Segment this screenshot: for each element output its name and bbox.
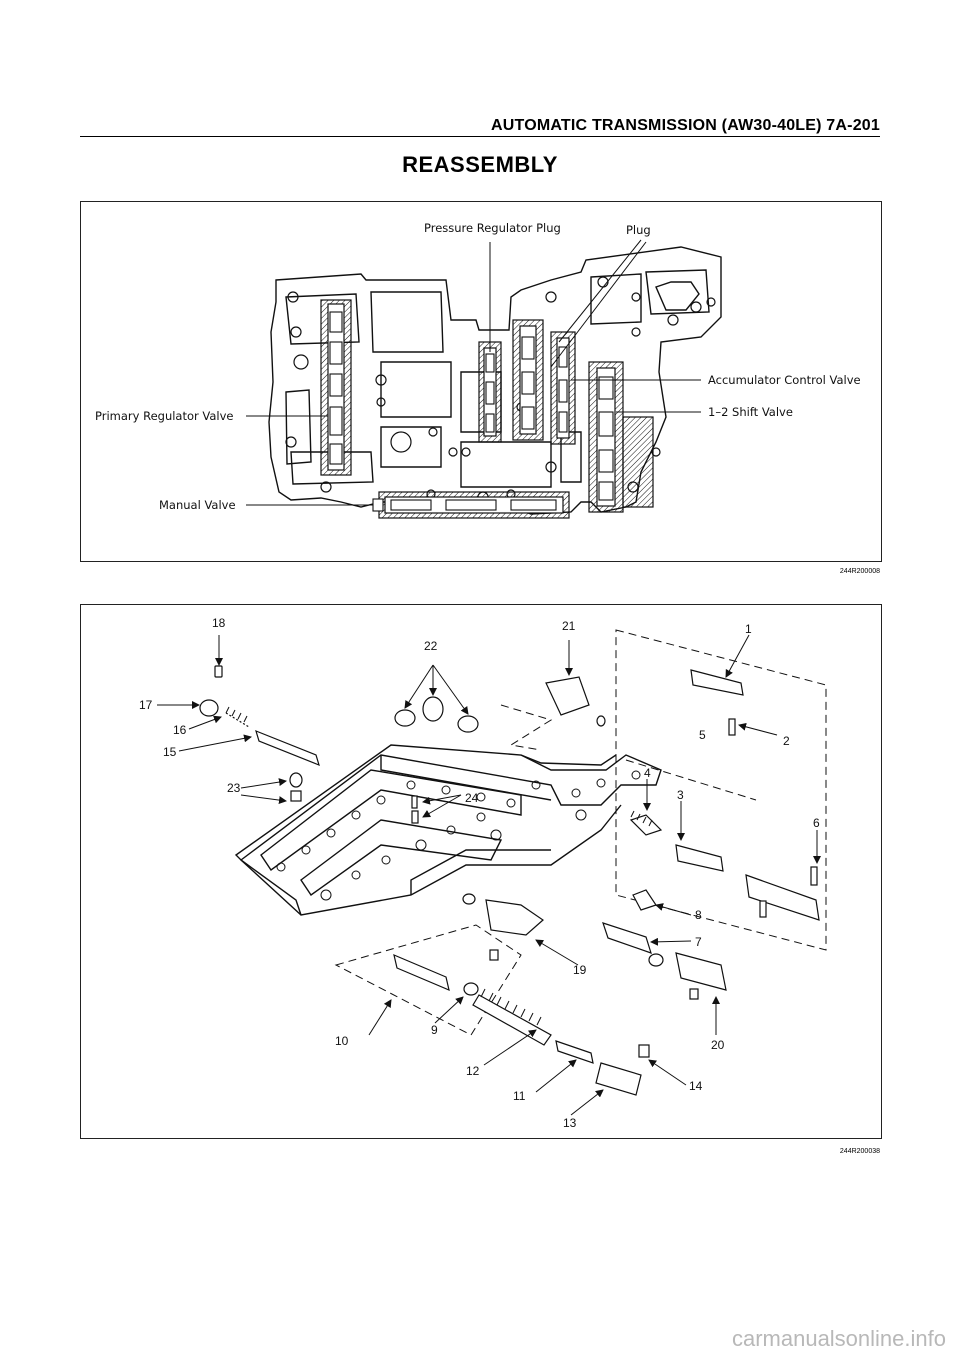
label-manual-valve: Manual Valve [159,498,236,512]
figure-id-2: 244R200038 [839,1148,880,1155]
callout-4: 4 [644,766,651,780]
callout-6: 6 [813,816,820,830]
callout-21: 21 [562,619,576,633]
callout-7: 7 [695,935,702,949]
callout-18: 18 [212,616,226,630]
callout-9: 9 [431,1023,438,1037]
page-title: REASSEMBLY [402,152,558,177]
callout-10: 10 [335,1034,349,1048]
label-1-2-shift-valve: 1–2 Shift Valve [708,405,793,419]
callout-11: 11 [513,1089,526,1103]
callout-5: 5 [699,728,706,742]
callout-24: 24 [465,791,479,805]
callout-15: 15 [163,745,177,759]
label-plug: Plug [626,223,651,237]
callout-8: 8 [695,908,702,922]
callout-20: 20 [711,1038,725,1052]
callout-1: 1 [745,622,752,636]
figure-id-1: 244R200008 [839,568,880,575]
valve-body-section-figure: Pressure Regulator Plug Plug Accumulator… [80,201,882,562]
callout-14: 14 [689,1079,703,1093]
callout-17: 17 [139,698,153,712]
exploded-view-figure: 1 2 3 4 5 6 7 8 9 10 11 12 13 14 15 16 1… [80,604,882,1139]
label-pressure-regulator-plug: Pressure Regulator Plug [424,221,561,235]
callout-23: 23 [227,781,241,795]
callout-13: 13 [563,1116,577,1130]
site-watermark: carmanualsonline.info [731,1326,946,1351]
callout-2: 2 [783,734,790,748]
callout-22: 22 [424,639,438,653]
callout-16: 16 [173,723,187,737]
callout-19: 19 [573,963,587,977]
callout-3: 3 [677,788,684,802]
label-primary-regulator-valve: Primary Regulator Valve [95,409,234,423]
running-header: AUTOMATIC TRANSMISSION (AW30-40LE) 7A-20… [491,117,880,134]
label-accumulator-control-valve: Accumulator Control Valve [708,373,861,387]
valve-body-section-drawing: Pressure Regulator Plug Plug Accumulator… [95,221,861,519]
exploded-view-drawing: 1 2 3 4 5 6 7 8 9 10 11 12 13 14 15 16 1… [139,616,827,1130]
header-rule [80,136,880,137]
callout-12: 12 [466,1064,480,1078]
